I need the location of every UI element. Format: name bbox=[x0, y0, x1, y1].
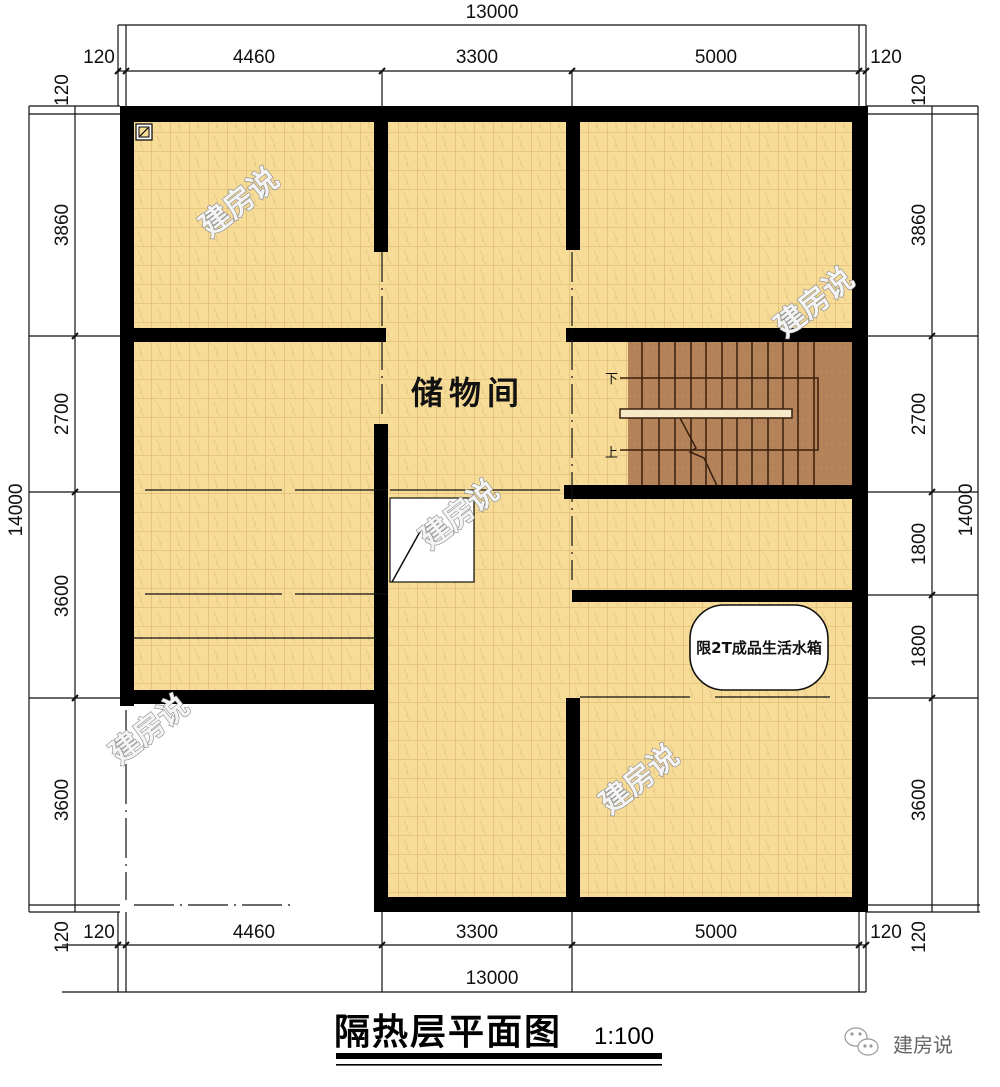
wall-tank-north bbox=[572, 590, 866, 602]
dim-left-overall: 14000 bbox=[6, 484, 27, 537]
dim-bottom-seg: 120 bbox=[870, 922, 902, 943]
dim-left-seg: 3860 bbox=[52, 204, 73, 246]
wall-south-right bbox=[374, 897, 868, 912]
storage-room-label: 储物间 bbox=[411, 374, 525, 412]
wall-south-left bbox=[120, 690, 386, 704]
dim-left-seg: 3600 bbox=[52, 575, 73, 617]
dim-bottom-seg: 4460 bbox=[233, 922, 275, 943]
dim-bottom-overall: 13000 bbox=[466, 968, 519, 989]
water-tank bbox=[689, 604, 829, 691]
dim-top-seg: 5000 bbox=[695, 47, 737, 68]
stair bbox=[619, 340, 819, 489]
dim-right-seg: 3600 bbox=[909, 779, 930, 821]
stair-up-label: 上 bbox=[605, 446, 618, 461]
dim-bottom-seg: 5000 bbox=[695, 922, 737, 943]
dim-top-seg: 4460 bbox=[233, 47, 275, 68]
stair-down-label: 下 bbox=[605, 372, 618, 387]
dim-right-seg: 3860 bbox=[909, 204, 930, 246]
wall-west-upper bbox=[120, 106, 134, 706]
title-underline-thick bbox=[336, 1053, 662, 1059]
wall-east bbox=[852, 106, 868, 912]
drawing-title: 隔热层平面图 bbox=[334, 1012, 562, 1053]
dim-top-overall: 13000 bbox=[466, 2, 519, 23]
wall-stair-south bbox=[564, 485, 866, 499]
dim-left-seg: 2700 bbox=[52, 393, 73, 435]
wall-inner-west bbox=[374, 424, 388, 912]
dim-bottom-seg: 120 bbox=[83, 922, 115, 943]
dim-right-overall: 14000 bbox=[956, 484, 977, 537]
brand-name: 建房说 bbox=[893, 1033, 953, 1057]
dim-left-seg: 120 bbox=[52, 74, 73, 106]
dim-left-seg: 120 bbox=[52, 921, 73, 953]
vent-icon bbox=[135, 123, 153, 141]
dim-right-seg: 1800 bbox=[909, 625, 930, 667]
title-underline-thin bbox=[336, 1064, 662, 1066]
dim-top-seg: 3300 bbox=[456, 47, 498, 68]
dim-left-seg: 3600 bbox=[52, 779, 73, 821]
dim-top-seg: 120 bbox=[870, 47, 902, 68]
beam-lines bbox=[125, 252, 830, 906]
water-tank-label: 限2T成品生活水箱 bbox=[696, 639, 822, 657]
walls bbox=[120, 106, 868, 912]
dimension-lines bbox=[28, 24, 980, 993]
dim-right-seg: 2700 bbox=[909, 393, 930, 435]
dim-bottom-seg: 3300 bbox=[456, 922, 498, 943]
dim-right-seg: 120 bbox=[909, 74, 930, 106]
wechat-icon bbox=[844, 1027, 879, 1056]
dim-right-seg: 120 bbox=[909, 921, 930, 953]
dimension-ticks bbox=[71, 67, 936, 949]
wall-nw-room-south bbox=[120, 328, 386, 342]
floor-opening bbox=[389, 497, 475, 583]
wall-stair-north bbox=[566, 328, 866, 342]
wall-se-room-west bbox=[566, 698, 580, 912]
wall-ne-stub bbox=[566, 106, 580, 250]
dim-top-seg: 120 bbox=[83, 47, 115, 68]
wall-north bbox=[120, 106, 868, 122]
drawing-scale: 1:100 bbox=[594, 1023, 654, 1050]
dim-right-seg: 1800 bbox=[909, 523, 930, 565]
wall-nw-stub bbox=[374, 106, 388, 252]
